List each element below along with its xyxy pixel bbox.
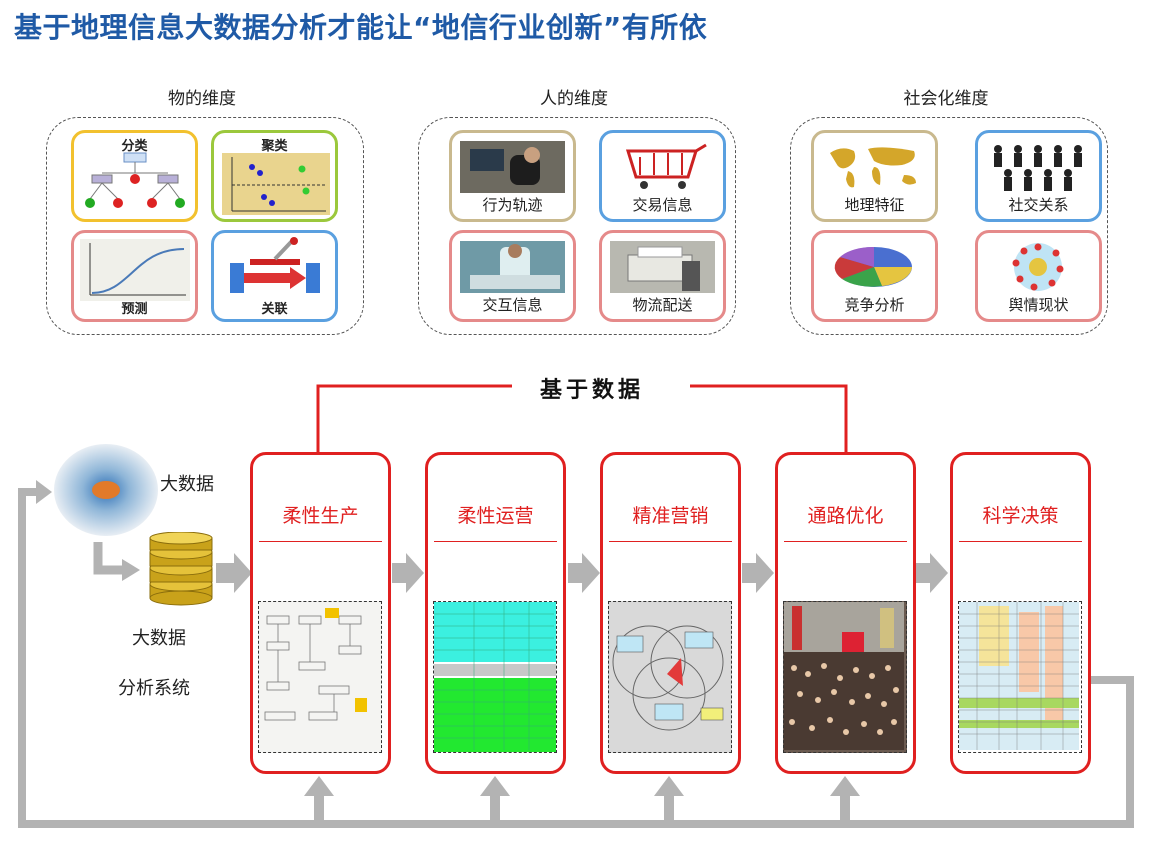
card-caption: 社交关系: [1008, 196, 1069, 214]
hospital-photo: [460, 241, 565, 293]
card-logistics[interactable]: 物流配送: [599, 230, 726, 322]
card-clustering[interactable]: 聚类: [211, 130, 338, 222]
card-interaction-info[interactable]: 交互信息: [449, 230, 576, 322]
feedback-loop-arrowhead: [36, 480, 52, 504]
office-worker-photo: [460, 141, 565, 193]
up-arrows: [304, 776, 860, 824]
dimension-label-people: 人的维度: [540, 89, 608, 109]
schedule-table-screenshot: [958, 601, 1082, 753]
scatter-cluster-icon: [222, 153, 330, 215]
pie-chart-icon: [822, 241, 927, 293]
database-stack-icon: [149, 532, 213, 606]
tree-diagram-icon: [85, 152, 185, 208]
stage-title: 柔性运营: [457, 505, 534, 527]
big-data-label: 大数据: [160, 474, 214, 495]
dimension-box-people: 行为轨迹 交易信息 交互信息 物流配送: [418, 117, 736, 335]
venn-diagram-screenshot: [608, 601, 732, 753]
card-competition-analysis[interactable]: 竞争分析: [811, 230, 938, 322]
card-caption: 物流配送: [632, 296, 693, 314]
stage-flexible-production[interactable]: 柔性生产: [250, 452, 391, 774]
dimension-label-social: 社会化维度: [903, 89, 989, 109]
dimension-label-things: 物的维度: [168, 89, 236, 109]
card-caption: 交易信息: [632, 196, 693, 214]
card-caption: 关联: [261, 302, 288, 317]
card-caption: 预测: [121, 302, 148, 317]
big-data-globe-icon: [54, 444, 158, 536]
people-crowd-icon: [986, 141, 1091, 193]
stage-title: 柔性生产: [282, 505, 359, 527]
analysis-system-label-2: 分析系统: [118, 678, 190, 699]
card-caption: 竞争分析: [844, 296, 905, 314]
data-bracket-left: [316, 384, 512, 454]
flowchart-screenshot: [258, 601, 382, 753]
page-title: 基于地理信息大数据分析才能让“地信行业创新”有所依: [14, 11, 708, 44]
card-caption: 分类: [121, 139, 148, 154]
card-behavior-track[interactable]: 行为轨迹: [449, 130, 576, 222]
opinion-network-icon: [986, 241, 1091, 293]
stage-title: 通路优化: [807, 505, 884, 527]
card-geo-features[interactable]: 地理特征: [811, 130, 938, 222]
card-caption: 聚类: [261, 139, 288, 154]
dimension-box-things: 分类 聚类 预测: [46, 117, 364, 335]
based-on-data-label: 基于数据: [540, 378, 645, 403]
card-caption: 交互信息: [482, 296, 543, 314]
card-caption: 行为轨迹: [482, 196, 543, 214]
card-classification[interactable]: 分类: [71, 130, 198, 222]
printer-photo: [610, 241, 715, 293]
spreadsheet-screenshot: [433, 601, 557, 753]
world-map-icon: [822, 141, 927, 193]
card-transaction-info[interactable]: 交易信息: [599, 130, 726, 222]
stage-title: 科学决策: [982, 505, 1059, 527]
shopping-cart-icon: [610, 141, 715, 193]
right-arrows: [216, 553, 948, 593]
feedback-loop-line: [18, 488, 1134, 828]
dimension-box-social: 地理特征 社交关系 竞争分析: [790, 117, 1108, 335]
card-caption: 地理特征: [844, 196, 905, 214]
stage-title: 精准营销: [632, 505, 709, 527]
crowd-photo: [783, 601, 907, 753]
card-public-opinion[interactable]: 舆情现状: [975, 230, 1102, 322]
stage-flexible-operation[interactable]: 柔性运营: [425, 452, 566, 774]
analysis-system-label-1: 大数据: [132, 628, 186, 649]
data-bracket-right: [690, 384, 848, 454]
s-curve-icon: [80, 239, 190, 301]
card-association[interactable]: 关联: [211, 230, 338, 322]
stage-channel-optimization[interactable]: 通路优化: [775, 452, 916, 774]
card-caption: 舆情现状: [1008, 296, 1069, 314]
stage-precision-marketing[interactable]: 精准营销: [600, 452, 741, 774]
card-prediction[interactable]: 预测: [71, 230, 198, 322]
link-arrows-icon: [230, 237, 320, 293]
stage-scientific-decision[interactable]: 科学决策: [950, 452, 1091, 774]
card-social-relations[interactable]: 社交关系: [975, 130, 1102, 222]
